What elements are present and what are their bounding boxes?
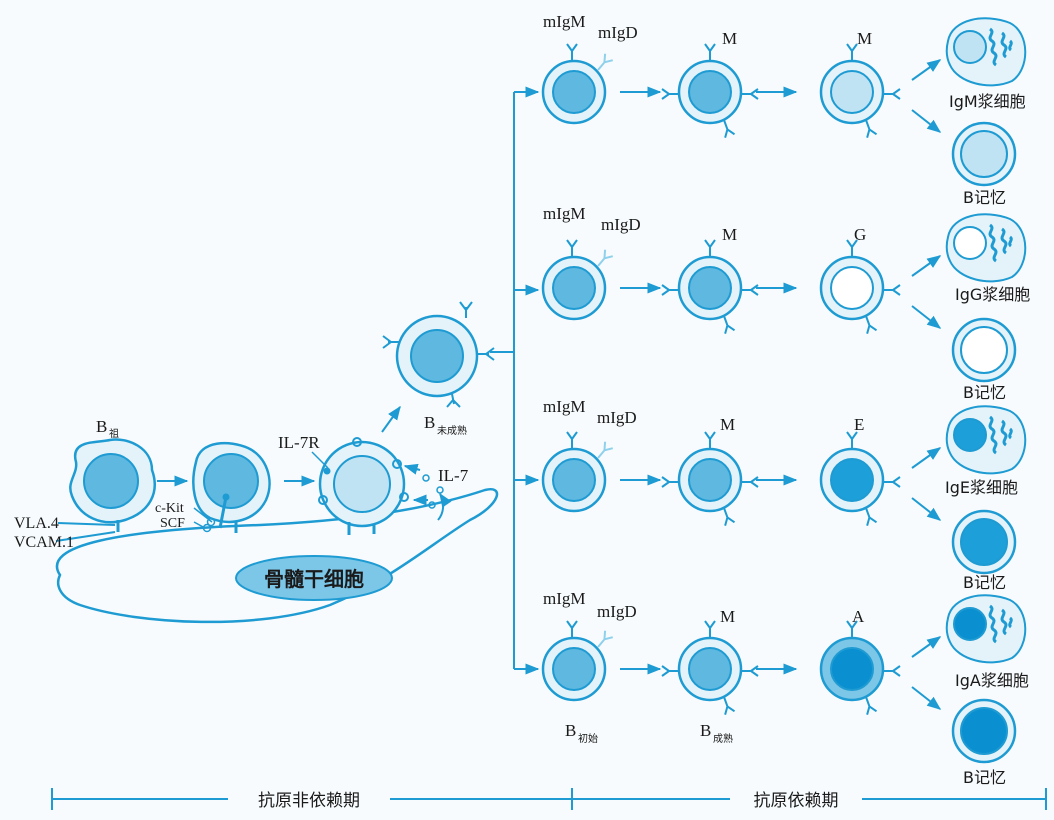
row1-memory-label: B记忆: [963, 188, 1006, 207]
b-mature-sub: 成熟: [713, 732, 733, 745]
plasma-cell: [945, 213, 1027, 283]
b-immature-cell: [382, 301, 495, 408]
differentiation-row-1: [541, 17, 1027, 187]
b-immature-label: B: [424, 413, 435, 432]
row1-plasma-label: IgM浆细胞: [949, 92, 1026, 111]
row4-migd-label: mIgD: [597, 602, 637, 621]
isotype-switched-b-cell: [819, 620, 901, 715]
b-immature-sub: 未成熟: [437, 424, 467, 437]
row1-migd-label: mIgD: [598, 23, 638, 42]
mature-b-cell: [661, 431, 759, 526]
vcam1-label: VCAM.1: [14, 534, 74, 551]
stromal-cell-label: 骨髓干细胞: [264, 567, 364, 591]
stromal-cell: 骨髓干细胞: [55, 487, 499, 624]
row3-migm-label: mIgM: [543, 397, 586, 416]
b-mature-label: B: [700, 721, 711, 740]
row4-plasma-label: IgA浆细胞: [955, 671, 1029, 690]
row1-migm-label: mIgM: [543, 12, 586, 31]
row4-mid-label: M: [720, 607, 735, 626]
row2-migm-label: mIgM: [543, 204, 586, 223]
b-naive-label: B: [565, 721, 576, 740]
vla4-label: VLA.4: [14, 515, 59, 532]
row3-switch-label: E: [854, 415, 864, 434]
memory-b-cell: [951, 698, 1017, 764]
il7r-label: IL-7R: [278, 433, 320, 452]
plasma-cell: [945, 594, 1027, 664]
phase-timeline: [51, 788, 1047, 810]
naive-b-cell: [541, 239, 614, 321]
b-naive-sub: 初始: [578, 732, 598, 745]
row1-switch-label: M: [857, 29, 872, 48]
b-cell-il7r-stage: [318, 437, 452, 535]
row1-mid-label: M: [722, 29, 737, 48]
memory-b-cell: [951, 509, 1017, 575]
row4-switch-label: A: [852, 607, 865, 626]
row4-memory-label: B记忆: [963, 768, 1006, 787]
scf-label: SCF: [160, 516, 185, 531]
phase-independent-label: 抗原非依赖期: [258, 791, 360, 811]
il7-label: IL-7: [438, 466, 469, 485]
row3-plasma-label: IgE浆细胞: [945, 478, 1018, 497]
differentiation-row-3: [541, 405, 1027, 575]
b-cell-ckit-stage: [192, 441, 271, 533]
row3-memory-label: B记忆: [963, 573, 1006, 592]
ckit-label: c-Kit: [155, 501, 184, 516]
isotype-switched-b-cell: [819, 43, 901, 138]
stromal-cell-nucleus: [235, 555, 393, 601]
b-progenitor-cell: [69, 438, 156, 532]
row2-mid-label: M: [722, 225, 737, 244]
naive-b-cell: [541, 43, 614, 125]
branch-connector: [490, 86, 540, 675]
row3-migd-label: mIgD: [597, 408, 637, 427]
plasma-cell: [945, 405, 1027, 475]
phase-dependent-label: 抗原依赖期: [754, 791, 839, 811]
row2-switch-label: G: [854, 225, 866, 244]
row4-migm-label: mIgM: [543, 589, 586, 608]
plasma-cell: [945, 17, 1027, 87]
naive-b-cell: [541, 620, 614, 702]
isotype-switched-b-cell: [819, 239, 901, 334]
memory-b-cell: [951, 121, 1017, 187]
mature-b-cell: [661, 43, 759, 138]
row2-migd-label: mIgD: [601, 215, 641, 234]
differentiation-row-4: [541, 594, 1027, 764]
mature-b-cell: [661, 239, 759, 334]
b-progenitor-sub: 祖: [109, 427, 119, 440]
differentiation-row-2: [541, 213, 1027, 383]
memory-b-cell: [951, 317, 1017, 383]
row2-memory-label: B记忆: [963, 383, 1006, 402]
isotype-switched-b-cell: [819, 431, 901, 526]
row3-mid-label: M: [720, 415, 735, 434]
naive-b-cell: [541, 431, 614, 513]
b-progenitor-label: B: [96, 417, 107, 436]
row2-plasma-label: IgG浆细胞: [955, 285, 1030, 304]
mature-b-cell: [661, 620, 759, 715]
